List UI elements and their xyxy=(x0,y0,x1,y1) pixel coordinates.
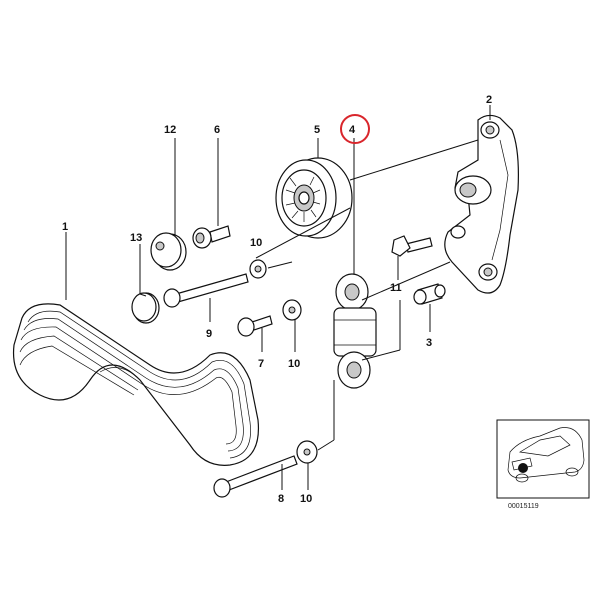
callout-2: 2 xyxy=(486,94,492,106)
engine-location-dot xyxy=(518,463,528,473)
callout-5: 5 xyxy=(314,124,320,136)
washer-10c xyxy=(296,440,318,464)
bolt-11 xyxy=(391,235,433,257)
washer-10a xyxy=(249,259,267,279)
belt-tensioner xyxy=(333,273,377,389)
bolt-6 xyxy=(192,225,231,249)
callout-12: 12 xyxy=(164,124,176,136)
bolt-8 xyxy=(213,455,298,498)
callout-11: 11 xyxy=(390,282,402,294)
callout-1: 1 xyxy=(62,221,68,233)
sleeve-3 xyxy=(413,283,446,305)
callout-3: 3 xyxy=(426,337,432,349)
tensioner-bracket xyxy=(444,114,519,294)
callout-6: 6 xyxy=(214,124,220,136)
idler-pulley xyxy=(275,157,353,239)
bolt-7 xyxy=(237,315,273,337)
callout-9: 9 xyxy=(206,328,212,340)
pulley-cap xyxy=(150,232,187,271)
highlight-circle xyxy=(340,114,370,144)
vehicle-locator-inset: 00015119 xyxy=(496,419,590,510)
callout-10-middle: 10 xyxy=(288,358,300,370)
callout-4: 4 xyxy=(349,124,356,136)
bolt-9 xyxy=(163,273,249,308)
inset-code: 00015119 xyxy=(508,503,539,510)
callout-13: 13 xyxy=(130,232,142,244)
callout-10-top: 10 xyxy=(250,237,262,249)
drive-belt xyxy=(12,303,260,466)
cap-small xyxy=(131,292,160,324)
callout-10-bottom: 10 xyxy=(300,493,312,505)
washer-10b xyxy=(282,299,302,321)
leader-lines xyxy=(65,105,491,490)
callout-8: 8 xyxy=(278,493,284,505)
callout-7: 7 xyxy=(258,358,264,370)
